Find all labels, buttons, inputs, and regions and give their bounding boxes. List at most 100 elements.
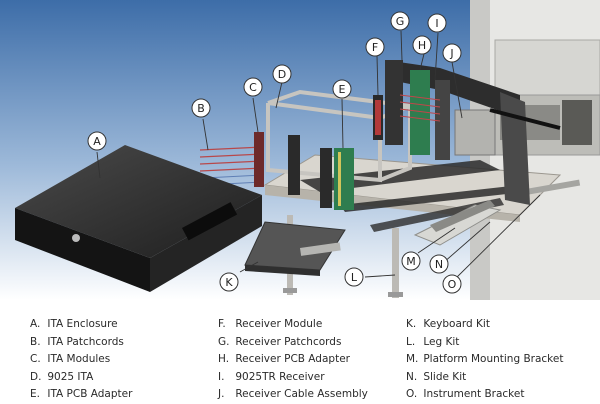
receiver-assembly bbox=[385, 60, 561, 205]
legend-item-key: D. bbox=[30, 370, 42, 383]
ita-enclosure bbox=[15, 145, 262, 292]
callout-circle bbox=[412, 35, 432, 55]
legend-item-key: B. bbox=[30, 335, 41, 348]
callout-m: M bbox=[401, 251, 421, 271]
callout-circle bbox=[401, 251, 421, 271]
legend-item: D. 9025 ITA bbox=[30, 369, 132, 387]
callout-circle bbox=[332, 79, 352, 99]
callout-g: G bbox=[390, 11, 410, 31]
legend-item: B. ITA Patchcords bbox=[30, 334, 132, 352]
legend-item: O. Instrument Bracket bbox=[406, 386, 563, 404]
callout-e: E bbox=[332, 79, 352, 99]
legend-item-label: Slide Kit bbox=[423, 370, 467, 383]
callout-circle bbox=[344, 267, 364, 287]
callout-i: I bbox=[427, 13, 447, 33]
callout-b: B bbox=[191, 98, 211, 118]
exploded-assembly-illustration: A B C D E F GHI J K L M NO bbox=[0, 0, 600, 300]
ita-patchcords bbox=[199, 146, 263, 172]
callout-letter: F bbox=[372, 41, 378, 54]
legend-item-label: Receiver Cable Assembly bbox=[235, 388, 368, 400]
callout-circle bbox=[272, 64, 292, 84]
legend-item: N. Slide Kit bbox=[406, 369, 563, 387]
legend-item: M. Platform Mounting Bracket bbox=[406, 351, 563, 369]
callout-a: A bbox=[87, 131, 107, 151]
callout-letter: E bbox=[339, 83, 346, 96]
callout-circle bbox=[365, 37, 385, 57]
legend-item-key: I. bbox=[218, 370, 225, 383]
callout-n: N bbox=[429, 254, 449, 274]
legend-item: F. Receiver Module bbox=[218, 316, 368, 334]
legend-item-key: H. bbox=[218, 353, 230, 365]
legend-item-key: O. bbox=[406, 388, 418, 400]
legend-item: A. ITA Enclosure bbox=[30, 316, 132, 334]
callout-o: O bbox=[442, 274, 462, 294]
callout-circle bbox=[427, 13, 447, 33]
callout-c: C bbox=[243, 77, 263, 97]
callout-letter: N bbox=[435, 258, 443, 271]
legend-item: G. Receiver Patchcords bbox=[218, 334, 368, 352]
legend-item-label: Keyboard Kit bbox=[423, 318, 490, 330]
legend-item-label: Leg Kit bbox=[423, 335, 460, 348]
legend-item: L. Leg Kit bbox=[406, 334, 563, 352]
callout-markers: A B C D E F GHI J K L M NO bbox=[87, 11, 462, 294]
callout-letter: B bbox=[197, 102, 205, 115]
callout-circle bbox=[219, 272, 239, 292]
callout-h: H bbox=[412, 35, 432, 55]
legend-item-key: A. bbox=[30, 318, 41, 330]
legend-item-label: Receiver Module bbox=[235, 318, 323, 330]
callout-letter: I bbox=[435, 17, 438, 30]
legend-item-key: N. bbox=[406, 370, 418, 383]
keyboard-kit bbox=[244, 221, 346, 276]
callout-letter: O bbox=[448, 278, 457, 291]
legend-item-label: ITA Patchcords bbox=[47, 335, 124, 348]
legend-item-label: 9025TR Receiver bbox=[235, 370, 325, 383]
legend-item-label: ITA PCB Adapter bbox=[47, 388, 133, 400]
legend-item-label: Platform Mounting Bracket bbox=[423, 353, 564, 365]
callout-circle bbox=[442, 274, 462, 294]
ita-pcb-adapter bbox=[334, 148, 354, 210]
legend-item-label: Receiver Patchcords bbox=[235, 335, 342, 348]
callout-circle bbox=[390, 11, 410, 31]
legend-item-key: L. bbox=[406, 335, 416, 348]
callout-letter: D bbox=[278, 68, 286, 81]
legend-item-label: Instrument Bracket bbox=[423, 388, 525, 400]
callout-circle bbox=[429, 254, 449, 274]
callout-f: F bbox=[365, 37, 385, 57]
callout-j: J bbox=[442, 43, 462, 63]
callout-circle bbox=[191, 98, 211, 118]
legend-item: J. Receiver Cable Assembly bbox=[218, 386, 368, 404]
legend-item: K. Keyboard Kit bbox=[406, 316, 563, 334]
legend-item-key: E. bbox=[30, 388, 40, 400]
legend-item-key: K. bbox=[406, 318, 417, 330]
legend-item-key: M. bbox=[406, 353, 419, 365]
callout-l: L bbox=[344, 267, 364, 287]
callout-k: K bbox=[219, 272, 239, 292]
legend-item: H. Receiver PCB Adapter bbox=[218, 351, 368, 369]
callout-letter: J bbox=[449, 47, 453, 60]
callouts bbox=[96, 30, 541, 283]
legend-item-label: ITA Enclosure bbox=[47, 318, 118, 330]
legend-item-key: F. bbox=[218, 318, 226, 330]
ita-modules bbox=[254, 132, 332, 208]
legend-item-key: G. bbox=[218, 335, 230, 348]
legend-item: E. ITA PCB Adapter bbox=[30, 386, 132, 404]
legend-item-label: Receiver PCB Adapter bbox=[235, 353, 350, 365]
callout-letter: K bbox=[225, 276, 233, 289]
callout-circle bbox=[243, 77, 263, 97]
callout-letter: G bbox=[396, 15, 405, 28]
callout-letter: M bbox=[406, 255, 416, 268]
callout-circle bbox=[87, 131, 107, 151]
receiver-module bbox=[373, 95, 383, 140]
callout-circle bbox=[442, 43, 462, 63]
callout-d: D bbox=[272, 64, 292, 84]
legend-item-label: 9025 ITA bbox=[47, 370, 94, 383]
mounting-brackets bbox=[413, 179, 581, 246]
callout-letter: C bbox=[249, 81, 257, 94]
callout-letter: H bbox=[418, 39, 426, 52]
legend-item-key: J. bbox=[218, 388, 225, 400]
legend-item-label: ITA Modules bbox=[47, 353, 111, 365]
legend-item: I. 9025TR Receiver bbox=[218, 369, 368, 387]
